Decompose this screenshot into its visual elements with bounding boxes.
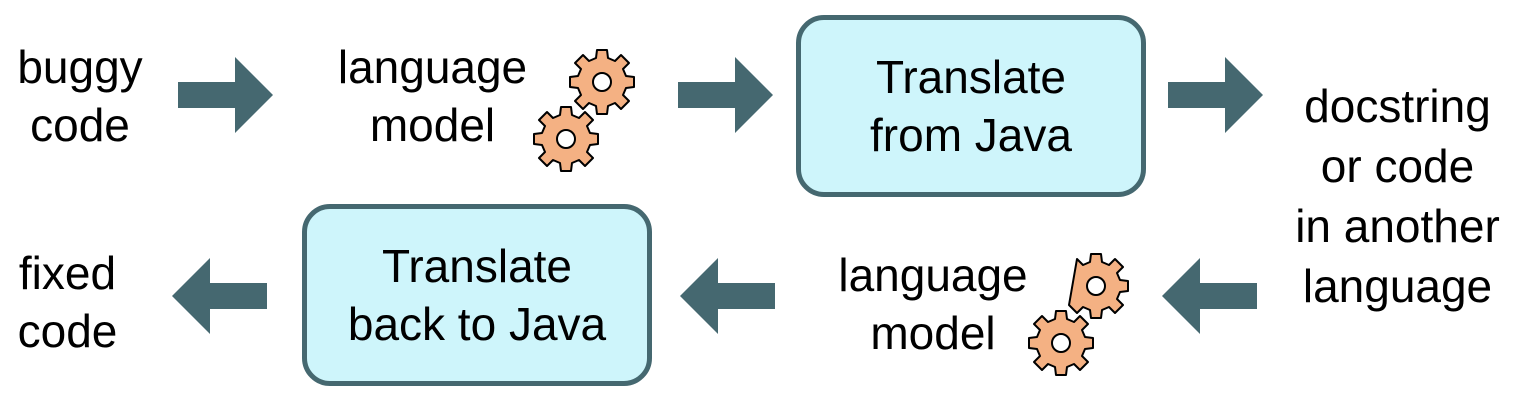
language-model-label-2: language model [838,249,1028,359]
gear-icon [569,49,635,115]
gear-icon [1068,253,1129,319]
translate-from-java-box: Translate from Java [796,15,1146,197]
gear-icon [1028,310,1094,376]
arrow-right-icon [178,57,273,133]
translate-back-to-java-box: Translate back to Java [302,204,652,386]
buggy-code-label: buggy code [17,41,143,151]
arrow-left-icon [172,258,267,334]
docstring-or-code-label: docstring or code in another language [1295,80,1500,312]
arrow-left-icon [680,258,775,334]
gear-icon [533,106,599,172]
language-model-label: language model [337,41,528,151]
fixed-code-label: fixed code [17,247,118,357]
arrow-right-icon [1168,57,1263,133]
arrow-right-icon [678,57,773,133]
arrow-left-icon [1162,258,1257,334]
